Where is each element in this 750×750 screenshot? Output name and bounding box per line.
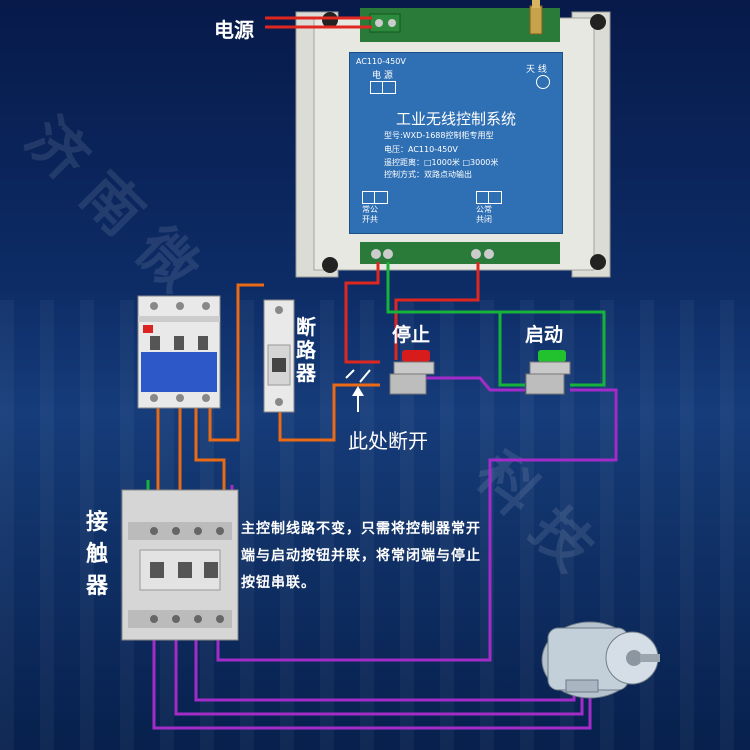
motor-icon: [541, 621, 660, 699]
antenna-icon: [529, 0, 543, 35]
purple-hidden: [460, 392, 500, 460]
output-terminal-1-icon: [362, 191, 388, 204]
wiring-note: 主控制线路不变，只需将控制器常开端与启动按钮并联，将常闭端与停止按钮串联。: [241, 521, 481, 591]
panel-no-common-label: 常公开共: [362, 205, 378, 224]
panel-voltage-rating: AC110-450V: [356, 57, 406, 66]
panel-common-nc-label: 公常共闭: [476, 205, 492, 224]
stop-button-icon: [389, 350, 435, 395]
panel-voltage: 电压：AC110-450V: [384, 145, 458, 154]
power-terminal-icon: [370, 81, 396, 94]
purple-wire-motor-2: [174, 640, 584, 716]
antenna-port-icon: [536, 75, 550, 89]
controller-panel: AC110-450V 电 源 天 线 工业无线控制系统 型号:WXD-1688控…: [349, 52, 563, 234]
breaker-label: 断路器: [296, 315, 316, 385]
breaker-single-icon: [263, 299, 295, 413]
purple-wire-motor-1: [152, 640, 592, 730]
red-wire: [344, 262, 380, 364]
panel-range: 遥控距离：□1000米 □3000米: [384, 158, 499, 167]
panel-title: 工业无线控制系统: [395, 110, 516, 128]
contactor-label: 接触器: [86, 510, 109, 599]
start-label: 启动: [525, 324, 564, 346]
stop-label: 停止: [392, 324, 431, 346]
arrow-up-icon: [352, 386, 364, 412]
orange-wire-2: [278, 383, 380, 442]
output-terminal-2-icon: [476, 191, 502, 204]
breaker-icon: [137, 295, 221, 409]
panel-power-label: 电 源: [372, 71, 393, 81]
panel-mode: 控制方式：双路点动输出: [384, 170, 472, 179]
contactor-icon: [121, 489, 239, 641]
start-button-icon: [525, 350, 571, 395]
purple-wire-motor-3: [194, 640, 576, 702]
purple-wire-stop-start: [424, 376, 525, 392]
purple-wire-loop: [216, 388, 618, 662]
red-wire-stop: [394, 262, 480, 360]
panel-antenna-label: 天 线: [526, 65, 547, 75]
orange-wire-1: [208, 283, 264, 442]
panel-model: 型号:WXD-1688控制柜专用型: [384, 131, 494, 140]
orange-wire-5: [194, 405, 226, 500]
green-wire-2: [500, 310, 606, 387]
power-label: 电源: [214, 18, 254, 42]
break-mark: [345, 369, 371, 383]
break-here-label: 此处断开: [348, 429, 428, 453]
